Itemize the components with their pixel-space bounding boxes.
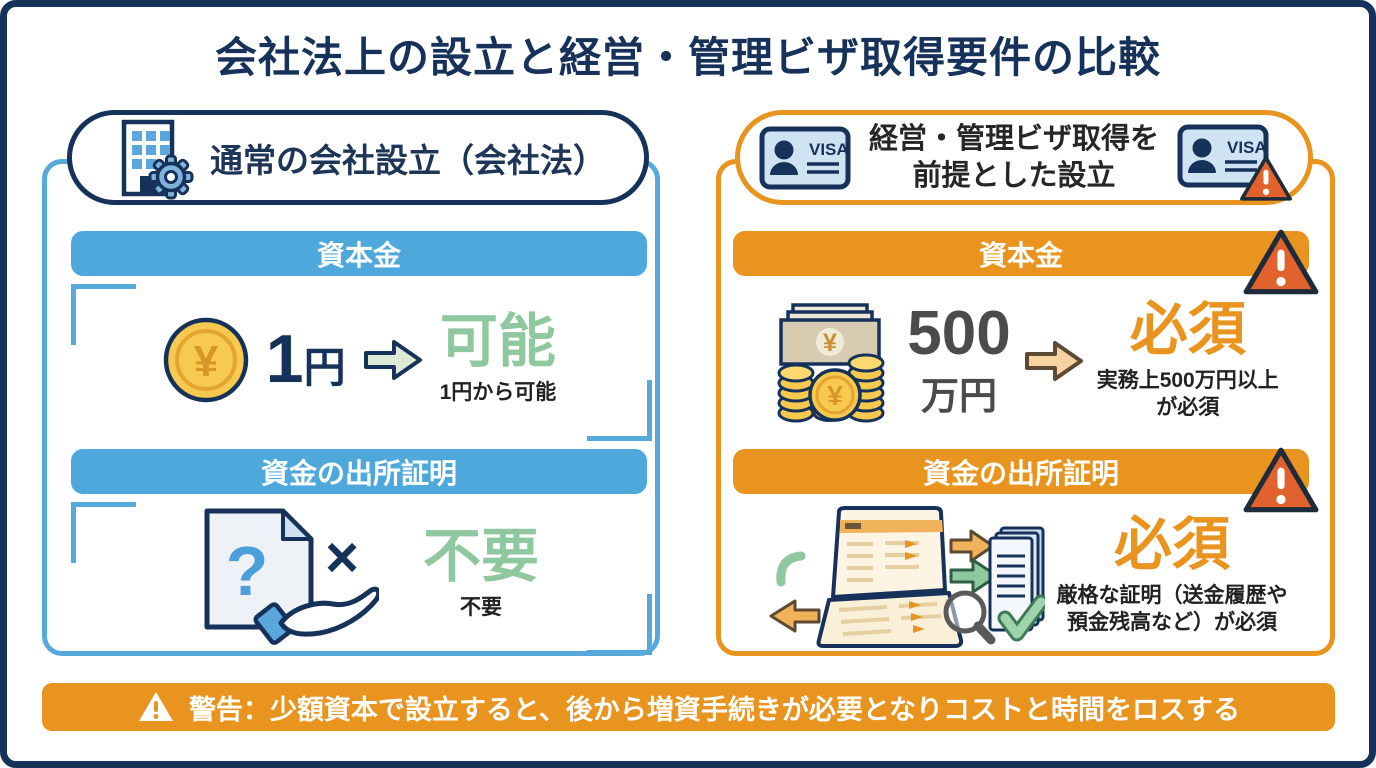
warning-triangle-icon	[1240, 155, 1292, 201]
arrow-right-icon	[363, 340, 422, 380]
right-panel-header: VISA 経営・管理ビザ取得を 前提とした設立 VISA	[735, 110, 1313, 205]
result-text: 必須	[1113, 511, 1230, 577]
corner-bracket	[587, 594, 652, 655]
right-capital-amount: 500 万円	[907, 298, 1011, 420]
warning-text: 警告：少額資本で設立すると、後から増資手続きが必要となりコストと時間をロスする	[188, 694, 1241, 725]
money-stack-icon: ¥ ¥	[777, 303, 885, 423]
cross-mark: ×	[325, 525, 359, 590]
right-proof-content: 必須 厳格な証明（送金履歴や 預金残高など）が必須	[725, 496, 1321, 656]
document-question-hand-icon: ? ×	[204, 508, 379, 645]
visa-card-warning-icon: VISA	[1177, 122, 1292, 201]
left-capital-result: 可能 1円から可能	[440, 313, 557, 406]
yen-symbol: ¥	[193, 337, 218, 386]
right-proof-bar: 資金の出所証明	[733, 449, 1309, 494]
left-proof-result: 不要 不要	[423, 528, 539, 621]
result-note: 厳格な証明（送金履歴や 預金残高など）が必須	[1057, 582, 1288, 637]
right-capital-content: ¥ ¥ 500 万円 必須 実務上500万円以上 が必須	[733, 282, 1309, 440]
amount-value: 500	[907, 298, 1011, 368]
right-panel-title-line1: 経営・管理ビザ取得を	[868, 123, 1159, 156]
right-panel-title: 経営・管理ビザ取得を 前提とした設立	[869, 121, 1159, 194]
result-note-line2: 預金残高など）が必須	[1067, 611, 1277, 634]
result-note-line1: 実務上500万円以上	[1096, 368, 1279, 392]
result-note: 不要	[459, 596, 502, 620]
visa-card-icon: VISA	[1177, 124, 1269, 187]
visa-label: VISA	[1227, 138, 1267, 157]
warning-triangle-icon	[1243, 447, 1319, 513]
bottom-warning-bar: 警告：少額資本で設立すると、後から増資手続きが必要となりコストと時間をロスする	[42, 683, 1335, 731]
result-text: 必須	[1129, 296, 1246, 362]
page-title: 会社法上の設立と経営・管理ビザ取得要件の比較	[214, 34, 1161, 81]
right-panel-title-line2: 前提とした設立	[912, 159, 1116, 192]
yen-symbol: ¥	[827, 380, 843, 411]
visa-card-icon: VISA	[759, 126, 851, 189]
right-proof-result: 必須 厳格な証明（送金履歴や 預金残高など）が必須	[1057, 511, 1288, 637]
warning-triangle-icon	[1243, 229, 1319, 295]
result-text: 不要	[422, 524, 539, 590]
result-note-line2: が必須	[1156, 396, 1220, 419]
yen-symbol: ¥	[823, 329, 837, 357]
right-capital-result: 必須 実務上500万円以上 が必須	[1097, 296, 1279, 422]
question-mark: ?	[226, 532, 269, 610]
building-gear-icon	[121, 119, 194, 199]
left-capital-content: ¥ 1 円 可能 1円から可能	[71, 282, 647, 438]
visa-label: VISA	[809, 140, 849, 159]
amount-unit: 万円	[920, 375, 997, 418]
amount-unit: 円	[303, 344, 346, 391]
result-note: 1円から可能	[439, 381, 557, 405]
left-proof-bar: 資金の出所証明	[71, 449, 647, 494]
left-proof-content: ? × 不要 不要	[71, 500, 647, 650]
result-note-line1: 厳格な証明（送金履歴や	[1056, 583, 1288, 607]
arrow-right-icon	[1024, 341, 1083, 381]
amount-value: 1	[265, 321, 304, 397]
result-text: 可能	[439, 309, 556, 375]
right-capital-bar: 資本金	[733, 231, 1309, 276]
corner-bracket	[71, 502, 136, 563]
left-capital-bar: 資本金	[71, 231, 647, 276]
left-panel-header: 通常の会社設立（会社法）	[67, 110, 649, 205]
left-panel-title: 通常の会社設立（会社法）	[210, 141, 606, 179]
left-capital-amount: 1 円	[266, 325, 346, 395]
warning-triangle-icon	[138, 692, 173, 721]
result-note: 実務上500万円以上 が必須	[1097, 367, 1279, 422]
corner-bracket	[587, 380, 652, 441]
yen-coin-icon: ¥	[163, 317, 248, 403]
ledger-audit-icon	[769, 506, 1045, 648]
corner-bracket	[71, 284, 136, 345]
